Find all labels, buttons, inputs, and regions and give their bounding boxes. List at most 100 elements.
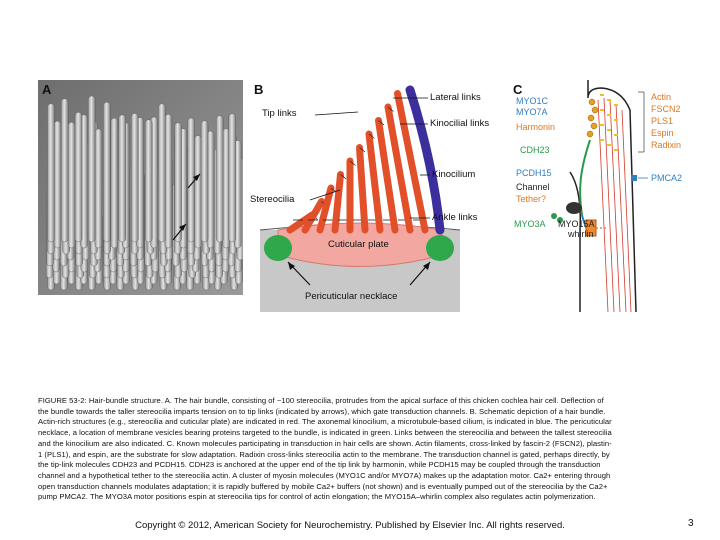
actin-crosslinker <box>607 144 611 146</box>
actin-label: Actin <box>651 92 672 102</box>
pcdh15-label: PCDH15 <box>516 168 552 178</box>
tip-link <box>359 147 366 153</box>
actin-crosslinker <box>600 94 604 96</box>
tip-link <box>340 174 347 180</box>
stereocilium <box>394 90 429 234</box>
necklace-right <box>426 235 454 261</box>
sem-stereocilium <box>194 135 202 249</box>
caption-line: the tip-link molecules CDH23 and PCDH15.… <box>38 460 601 470</box>
radixin-label: Radixin <box>651 140 682 150</box>
tip-link <box>349 160 356 166</box>
cuticular-plate-label: Cuticular plate <box>328 239 389 250</box>
pls1-label: PLS1 <box>651 116 674 126</box>
myo1c-label: MYO1C <box>516 96 549 106</box>
kinocilium-shaft <box>405 85 445 235</box>
hair-bundle-drawing <box>259 85 461 312</box>
actin-crosslinker <box>614 119 618 121</box>
kinocilium-label: Kinocilium <box>432 169 476 180</box>
figure-caption: FIGURE 53-2: Hair-bundle structure. A. T… <box>38 396 688 503</box>
ankle-links-label: Ankle links <box>432 212 478 223</box>
sem-stereocilium <box>53 120 62 249</box>
panel-b-label: B <box>254 82 264 97</box>
tether-label: Tether? <box>516 194 547 204</box>
caption-line: channel and a hypothetical tether to the… <box>38 470 611 480</box>
sem-stereocilium <box>215 115 224 243</box>
sem-stereocilium <box>87 95 96 243</box>
pmca2-label: PMCA2 <box>651 173 683 183</box>
caption-line: the bundle towards the taller stereocili… <box>38 406 606 416</box>
actin-crosslinker <box>614 104 618 106</box>
stereocilium <box>356 144 369 234</box>
stereocilium-membrane <box>587 80 637 313</box>
actin-crosslinker <box>607 99 611 101</box>
sem-stereocilium <box>131 113 139 243</box>
tip-link <box>368 133 375 139</box>
kinocilial-links-label: Kinocilial links <box>430 118 490 129</box>
sem-stereocilium <box>158 103 166 243</box>
tip-link <box>378 120 385 126</box>
actin-crosslinker <box>600 109 604 111</box>
caption-line: FIGURE 53-2: Hair-bundle structure. A. T… <box>38 396 604 405</box>
sem-stereocilium <box>118 114 126 243</box>
molecular-schematic <box>510 80 695 313</box>
caption-line: pump PMCA2. The MYO3A motor positions es… <box>38 492 596 502</box>
lateral-links-label: Lateral links <box>430 92 481 103</box>
stereocilium <box>365 130 384 234</box>
pmca2-pump <box>631 175 637 181</box>
necklace-left <box>264 235 292 261</box>
whirlin-label: whirlin <box>568 229 594 239</box>
actin-crosslinker <box>614 134 618 136</box>
tip-links-label: Tip links <box>262 108 297 119</box>
sem-stereocilium <box>187 117 195 243</box>
myo15a-label: MYO15A <box>558 219 595 229</box>
panel-c-label: C <box>513 82 523 97</box>
page-number: 3 <box>688 518 694 529</box>
stereocilium <box>331 171 344 234</box>
myo7a-label: MYO7A <box>516 107 548 117</box>
sem-stereocilium <box>94 128 103 249</box>
sem-stereocilium <box>144 119 153 243</box>
myo15a-whirlin-complex <box>566 202 582 214</box>
sem-stereocilium <box>164 114 173 249</box>
harmonin-label: Harmonin <box>516 122 556 132</box>
panel-a-label: A <box>42 82 52 97</box>
caption-line: open transduction channels modulates ada… <box>38 481 608 491</box>
actin-crosslinker <box>600 124 604 126</box>
actin-crosslinker <box>607 129 611 131</box>
sem-stereocilium <box>103 101 111 243</box>
sem-stereocilium <box>228 113 236 243</box>
hair-bundle-schematic <box>250 80 506 312</box>
espin-label: Espin <box>651 128 674 138</box>
actin-crosslinker <box>607 114 611 116</box>
caption-line: necklace, a location of membrane vesicle… <box>38 428 612 438</box>
stereocilium <box>316 184 335 234</box>
tip-link <box>387 106 394 112</box>
fscn2-label: FSCN2 <box>651 104 681 114</box>
copyright-notice: Copyright © 2012, American Society for N… <box>135 520 565 531</box>
caption-line: and the kinocilium are also indicated. C… <box>38 438 612 448</box>
sem-stereocilium <box>47 103 55 243</box>
caption-line: 1 (PLS1), and espin, are the substrate f… <box>38 449 610 459</box>
tip-link-cdh23 <box>579 139 591 216</box>
adjacent-membrane <box>569 171 582 312</box>
sem-stereocilium <box>61 98 69 243</box>
sem-stereocilium <box>67 122 76 249</box>
actin-crosslinker <box>600 139 604 141</box>
stereocilium <box>384 103 414 234</box>
sem-image <box>38 80 243 295</box>
pericuticular-necklace-label: Pericuticular necklace <box>305 291 398 302</box>
caption-line: Actin-rich structures (e.g., stereocilia… <box>38 417 612 427</box>
stereocilium <box>375 117 399 234</box>
cdh23-label: CDH23 <box>520 145 550 155</box>
sem-stereocilium <box>110 117 119 249</box>
sem-stereocilium <box>174 122 182 243</box>
sem-micrograph <box>38 80 243 295</box>
sem-stereocilium <box>74 112 83 243</box>
molecular-drawing <box>551 80 648 313</box>
stereocilia-label: Stereocilia <box>250 194 295 205</box>
actin-crosslinker <box>614 149 618 151</box>
myo3a-label: MYO3A <box>514 219 546 229</box>
sem-stereocilium <box>200 120 209 243</box>
stereocilium <box>301 198 325 234</box>
channel-label: Channel <box>516 182 550 192</box>
